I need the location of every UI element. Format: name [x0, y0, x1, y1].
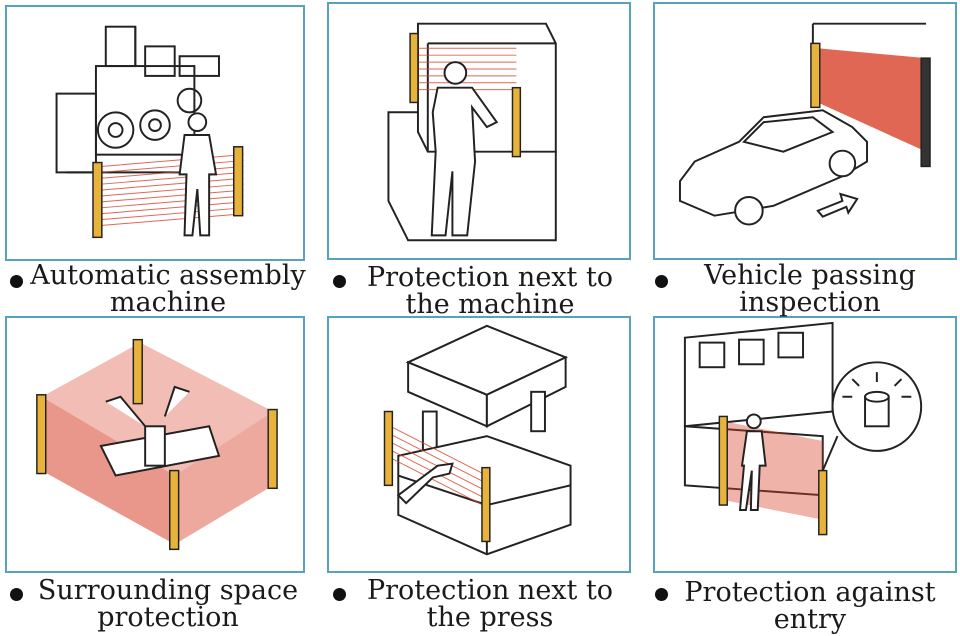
press-protection-illustration: [383, 324, 572, 556]
assembly-machine-illustration: [55, 25, 244, 239]
entry-protection-illustration: [683, 321, 923, 536]
caption-line-2: inspection: [739, 287, 881, 318]
caption-bullet: [333, 275, 346, 288]
caption-protection-next-to-machine: Protection next to the machine: [330, 264, 650, 318]
caption-bullet: [655, 588, 668, 601]
vehicle-inspection-illustration: [678, 22, 931, 226]
caption-line-1: Protection next to: [366, 575, 614, 606]
surrounding-protection-illustration: [36, 338, 278, 551]
caption-line-1: Automatic assembly: [30, 260, 306, 291]
caption-line-1: Protection next to: [366, 262, 614, 293]
caption-protection-against-entry: Protection against entry: [650, 579, 960, 633]
caption-protection-next-to-press: Protection next to the press: [330, 577, 650, 631]
caption-line-2: the machine: [405, 289, 575, 320]
caption-line-1: Vehicle passing: [704, 260, 916, 291]
caption-bullet: [10, 275, 23, 288]
panel-surrounding-space-protection: [5, 316, 305, 573]
caption-line-2: protection: [97, 602, 239, 633]
caption-line-2: machine: [109, 287, 227, 318]
caption-bullet: [655, 275, 668, 288]
caption-line-1: Protection against: [684, 577, 936, 608]
panel-protection-next-to-machine: [327, 2, 631, 260]
caption-automatic-assembly: Automatic assembly machine: [8, 262, 328, 316]
machine-protection-illustration: [387, 22, 557, 242]
caption-bullet: [10, 588, 23, 601]
caption-line-2: entry: [773, 604, 847, 635]
caption-bullet: [333, 588, 346, 601]
panel-vehicle-passing-inspection: [653, 2, 957, 260]
caption-line-2: the press: [426, 602, 554, 633]
caption-line-1: Surrounding space: [37, 575, 299, 606]
panel-automatic-assembly: [5, 5, 305, 261]
panel-protection-next-to-press: [327, 316, 631, 573]
caption-vehicle-passing-inspection: Vehicle passing inspection: [650, 262, 960, 316]
panel-protection-against-entry: [653, 316, 957, 573]
caption-surrounding-space-protection: Surrounding space protection: [8, 577, 328, 631]
